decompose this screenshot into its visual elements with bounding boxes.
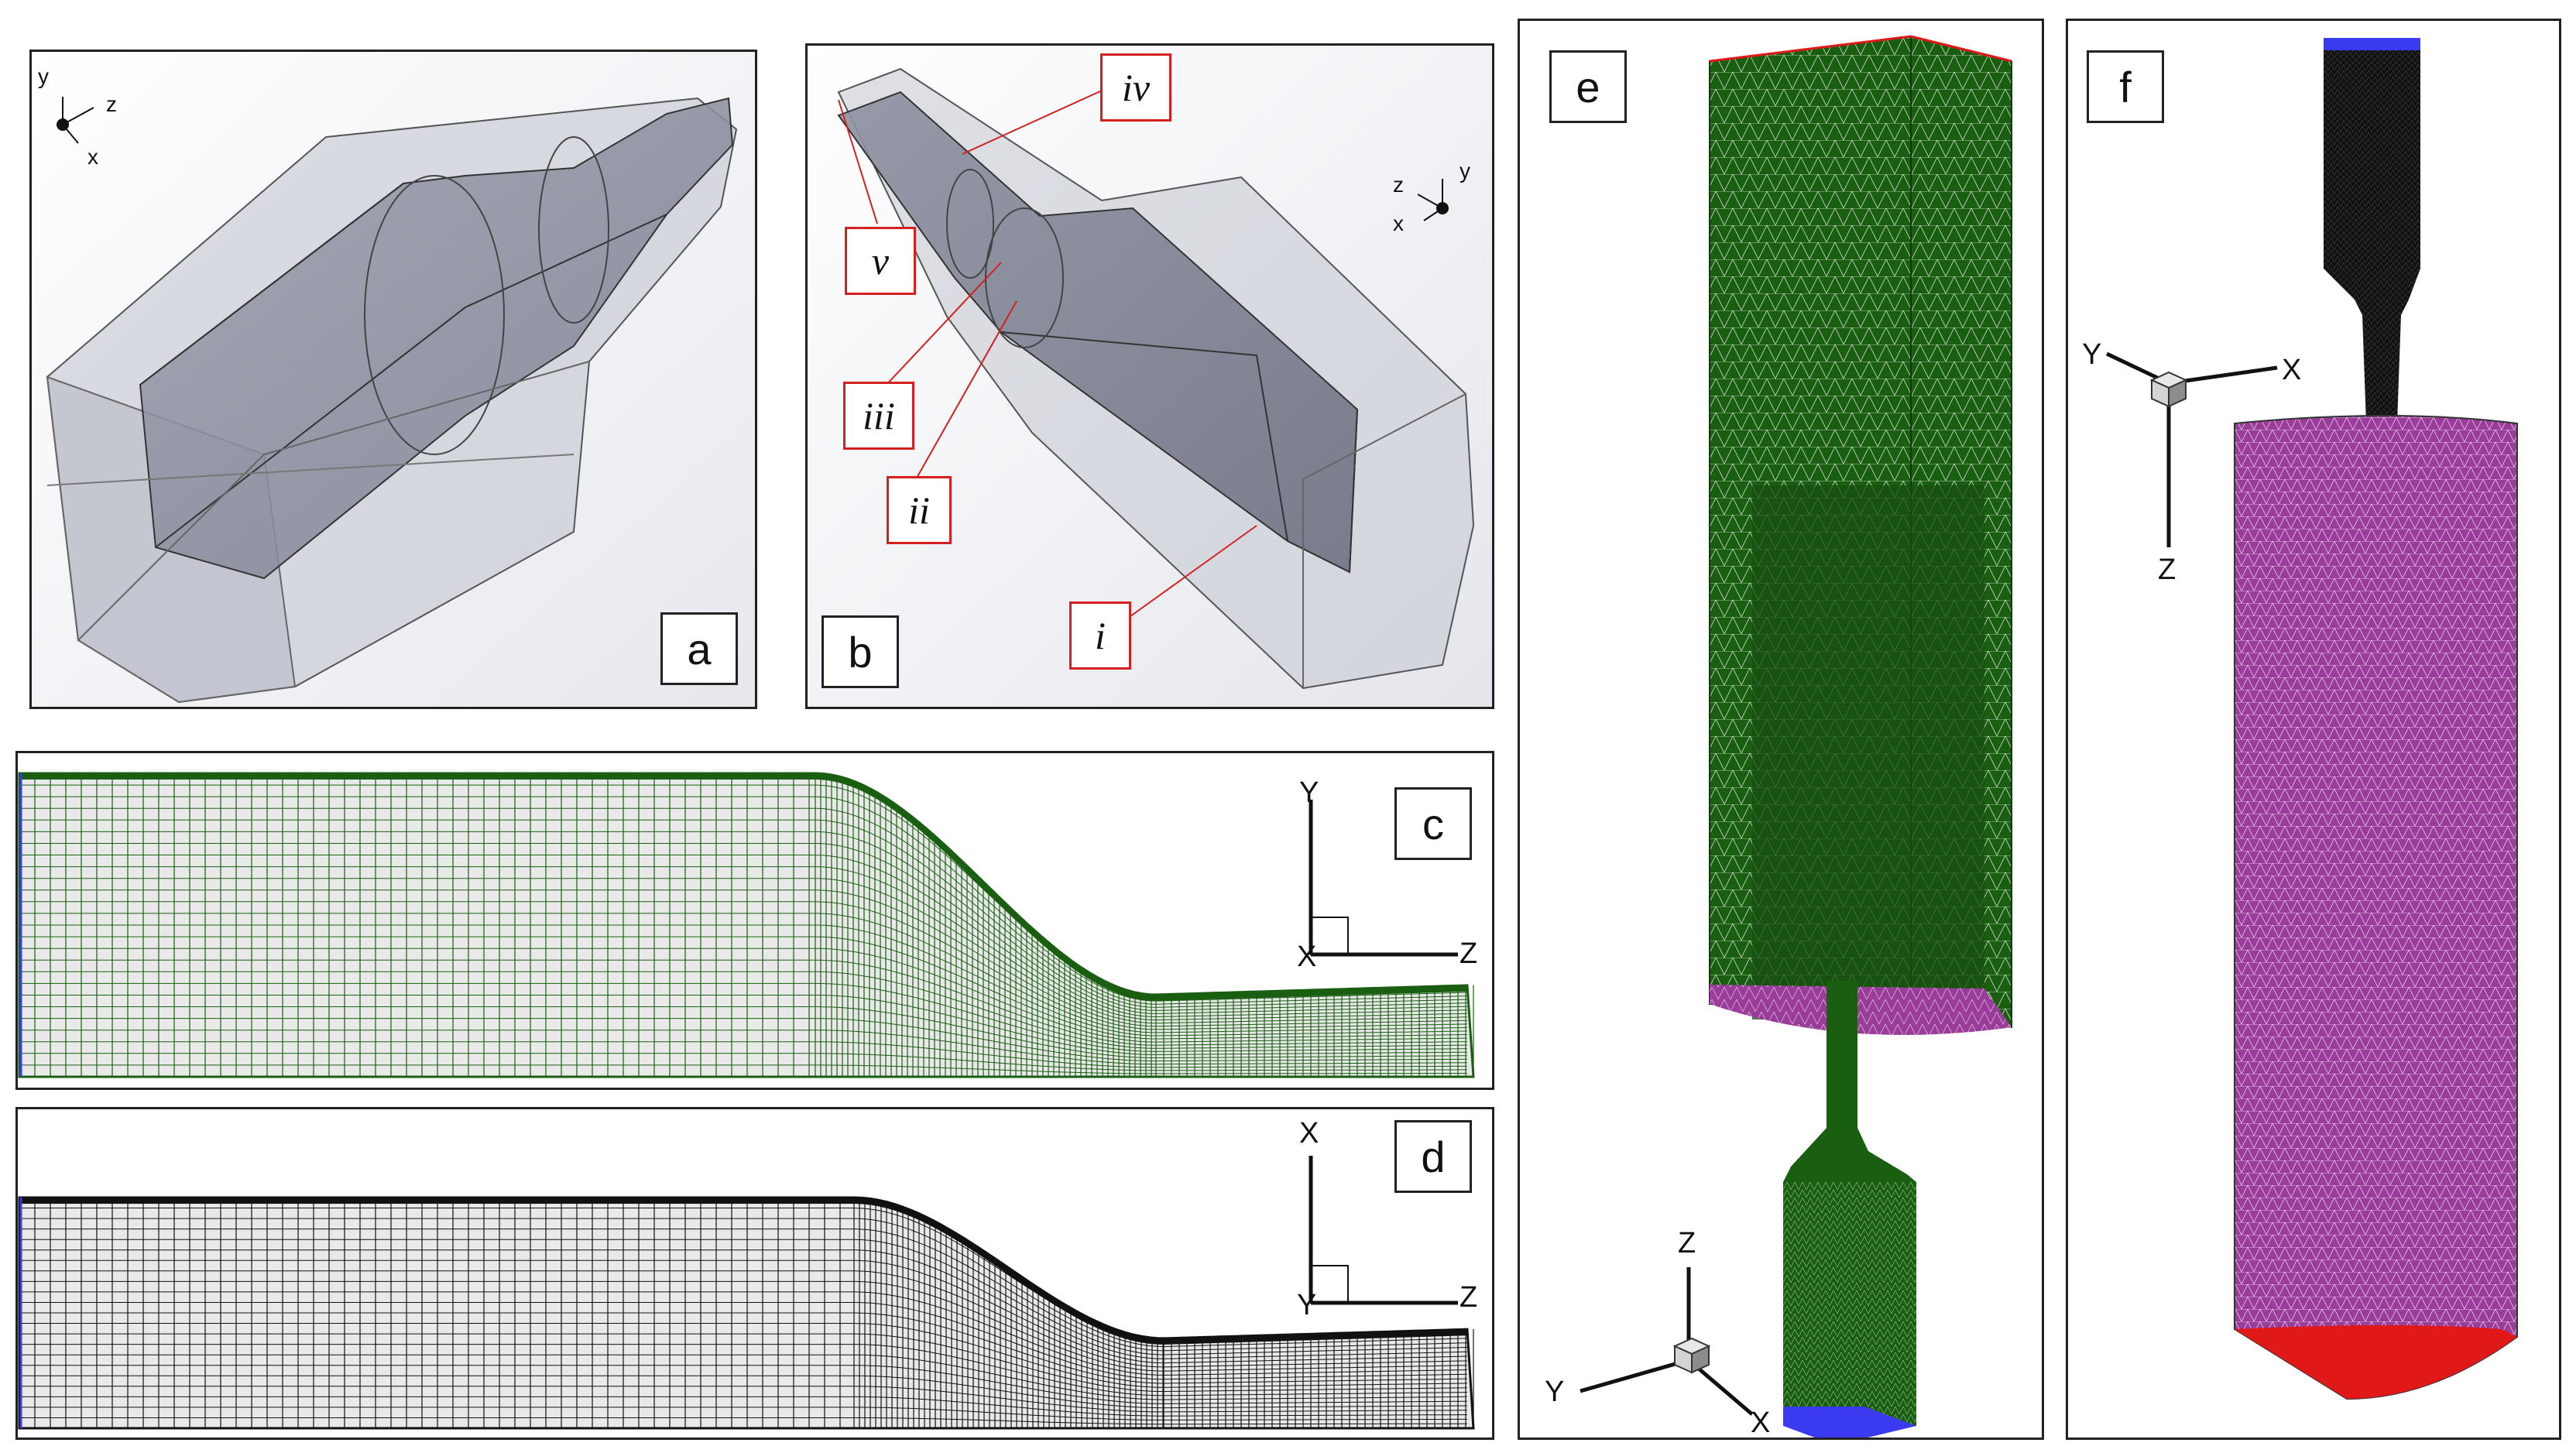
- svgC-grid-line: [19, 796, 1468, 1002]
- panel-f-axis-cube: [2149, 371, 2188, 408]
- panel-c-axis-x-label: X: [1297, 941, 1317, 973]
- svgC-grid-line: [19, 936, 1468, 1040]
- svgC-grid-line: [19, 948, 1468, 1043]
- svgC-grid-line: [19, 866, 1468, 1021]
- panel-f: Y X Z f: [2066, 19, 2561, 1440]
- svgD-grid-line: [19, 1312, 1468, 1384]
- svgC-grid-line: [19, 1030, 1468, 1065]
- panel-b-axis-y-label: y: [1460, 159, 1470, 183]
- svgC-grid-line: [19, 878, 1468, 1024]
- svgC-grid-line: [19, 889, 1468, 1027]
- svgC-grid-line: [19, 1041, 1467, 1068]
- panel-e-mesh-3d: [1580, 35, 2012, 1438]
- panel-f-axis-x-label: X: [2282, 354, 2302, 386]
- svgD-grid-line: [19, 1365, 1467, 1404]
- panel-b: z y x v iv iii ii i b: [805, 43, 1494, 709]
- svgD-grid-line: [19, 1239, 1468, 1355]
- panel-b-label: b: [822, 615, 899, 688]
- svgC-grid-line: [19, 807, 1468, 1005]
- svgC-grid-line: [19, 1053, 1467, 1071]
- panel-c-axis-z-label: Z: [1460, 937, 1478, 970]
- svgD-grid-line: [19, 1333, 1468, 1392]
- svgC-grid-line: [19, 1064, 1467, 1074]
- panel-d-mesh: [18, 1196, 1475, 1430]
- svgD-grid-line: [19, 1354, 1468, 1400]
- panel-e-label: e: [1549, 50, 1627, 123]
- svgD-grid-line: [19, 1344, 1468, 1396]
- panel-d: X Z Y d: [15, 1107, 1494, 1440]
- panel-c-axes: [1309, 800, 1458, 957]
- svgC-grid-line: [19, 831, 1468, 1011]
- svgD-wall-layer: [19, 1198, 1468, 1345]
- svgD-grid-line: [19, 1249, 1468, 1359]
- svgD-grid-line: [19, 1218, 1468, 1348]
- svgD-grid-line: [19, 1386, 1467, 1413]
- panel-e: Z Y X e: [1518, 19, 2044, 1440]
- panel-d-axis-z-label: Z: [1460, 1281, 1478, 1314]
- panel-e-axis-cube: [1672, 1337, 1711, 1374]
- panel-a-axis-x-label: x: [87, 145, 98, 169]
- panel-b-cad-drawing: [808, 46, 1492, 707]
- svgC-grid-line: [19, 1018, 1468, 1062]
- panel-d-axes: [1309, 1156, 1458, 1305]
- panel-a-label: a: [660, 612, 738, 685]
- panel-c-axis-y-label: Y: [1299, 776, 1319, 809]
- panel-a-cad-drawing: [32, 52, 755, 707]
- svgC-grid-line: [19, 819, 1468, 1008]
- panel-f-mesh-3d: [2105, 38, 2518, 1400]
- svgC-grid-line: [19, 959, 1468, 1046]
- panel-f-axis-y-label: Y: [2082, 338, 2102, 371]
- svgD-grid-line: [19, 1375, 1467, 1409]
- panel-b-axis-z-label: z: [1393, 173, 1404, 197]
- panel-a-axis-y-label: y: [38, 64, 49, 88]
- panel-a-axis-z-label: z: [106, 92, 117, 116]
- panel-f-label: f: [2087, 50, 2164, 123]
- svgD-grid-line: [19, 1302, 1468, 1380]
- panel-d-label: d: [1394, 1120, 1472, 1193]
- svgD-grid-line: [19, 1229, 1468, 1352]
- panel-c-mesh: [18, 772, 1475, 1078]
- svgC-grid-line: [19, 901, 1468, 1030]
- svgD-grid-line: [19, 1291, 1468, 1376]
- svgC-grid-line: [19, 995, 1468, 1055]
- svgD-grid-line: [19, 1280, 1468, 1372]
- panel-b-axis-x-label: x: [1393, 211, 1404, 235]
- svgD-grid-line: [19, 1417, 1467, 1425]
- svgD-grid-line: [19, 1323, 1468, 1388]
- panel-d-axis-y-label: Y: [1297, 1289, 1317, 1321]
- svgD-grid-line: [19, 1259, 1468, 1364]
- panel-e-axis-z-label: Z: [1678, 1227, 1696, 1259]
- callout-ii: ii: [887, 476, 952, 544]
- callout-iii: iii: [843, 382, 914, 450]
- svgC-grid-line: [19, 924, 1468, 1037]
- panel-e-axis-y-label: Y: [1545, 1376, 1565, 1408]
- panel-a: y z x a: [29, 50, 757, 709]
- svgD-grid-line: [19, 1407, 1467, 1420]
- svgD-grid-line: [19, 1396, 1467, 1417]
- svgC-grid-line: [19, 971, 1468, 1049]
- svgC-grid-line: [19, 855, 1468, 1018]
- svgC-grid-line: [19, 982, 1468, 1052]
- panel-c: Y Z X c: [15, 751, 1494, 1090]
- svgC-wall-layer: [19, 773, 1468, 1001]
- svgC-grid-line: [19, 1006, 1467, 1058]
- svgC-grid-line: [19, 843, 1468, 1014]
- panel-f-axis-z-label: Z: [2158, 553, 2176, 586]
- callout-v: v: [845, 227, 916, 295]
- callout-i: i: [1069, 601, 1131, 670]
- svgC-grid-line: [19, 913, 1468, 1033]
- panel-d-axis-x-label: X: [1299, 1117, 1319, 1150]
- panel-c-label: c: [1394, 787, 1472, 860]
- callout-iv: iv: [1100, 53, 1171, 122]
- panel-e-axis-x-label: X: [1751, 1407, 1771, 1439]
- svgD-grid-line: [19, 1270, 1468, 1368]
